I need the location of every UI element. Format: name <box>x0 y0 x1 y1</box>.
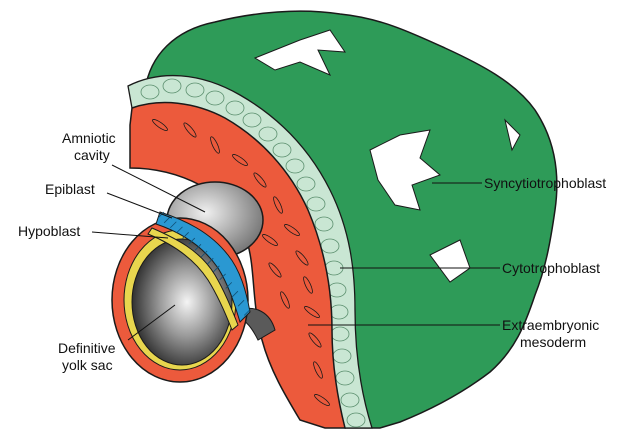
cytotrophoblast-cell <box>140 84 160 100</box>
label-definitive-yolk-sac: Definitive yolk sac <box>58 340 119 373</box>
cytotrophoblast-cell <box>272 142 292 158</box>
cytotrophoblast-cell <box>205 90 225 106</box>
mesoderm-cell <box>313 361 323 379</box>
lacuna-1 <box>253 29 346 76</box>
mesoderm-cell <box>273 196 283 214</box>
epiblast-cell-border <box>182 232 189 239</box>
epiblast-cell-border <box>213 265 220 273</box>
epiblast-cell-border <box>194 244 202 251</box>
lacuna-2 <box>369 129 441 211</box>
cytotrophoblast-cell <box>306 196 326 212</box>
mesoderm-cell <box>314 394 330 406</box>
epiblast-cell-border <box>237 299 245 307</box>
leader-definitive-yolk-sac <box>127 304 176 341</box>
cytotrophoblast-cell <box>162 78 182 94</box>
cytotrophoblast-cell <box>225 100 245 116</box>
cytotrophoblast-cell <box>346 412 366 428</box>
label-epiblast: Epiblast <box>45 181 95 197</box>
epiblast-cell-border <box>206 257 214 265</box>
cytotrophoblast-cell <box>296 176 316 192</box>
mesoderm-cell <box>152 119 168 131</box>
epiblast-cell-border <box>225 282 233 289</box>
epiblast-cell-border <box>243 309 251 316</box>
cytotrophoblast-cell <box>258 126 278 142</box>
epiblast-cell-border <box>231 290 239 298</box>
epiblast-cell-border <box>219 273 226 281</box>
mesoderm-cell <box>303 276 313 294</box>
epiblast-cell-border <box>188 237 196 245</box>
mesoderm-cell <box>253 172 267 188</box>
cytotrophoblast-cell <box>285 158 305 174</box>
leader-epiblast <box>106 192 173 219</box>
mesoderm-cell <box>308 332 322 348</box>
mesoderm-cell <box>284 224 300 236</box>
label-amniotic-cavity: Amniotic cavity <box>62 130 120 163</box>
epiblast-cell-border <box>170 221 177 229</box>
hypoblast-layer <box>147 227 239 331</box>
lacuna-4 <box>504 118 521 152</box>
leader-hypoblast <box>91 231 169 239</box>
mesoderm-cell <box>232 154 248 166</box>
cytotrophoblast-cells <box>140 78 366 428</box>
epiblast-cells <box>157 211 251 316</box>
leader-amniotic-cavity <box>111 164 206 213</box>
label-extraembryonic-mesoderm: Extraembryonic mesoderm <box>502 317 603 350</box>
label-syncytiotrophoblast: Syncytiotrophoblast <box>484 175 606 191</box>
mesoderm-cell <box>295 250 309 266</box>
mesoderm-cell <box>210 136 220 154</box>
cytotrophoblast-cell <box>242 112 262 128</box>
mesoderm-cell <box>262 234 278 246</box>
label-cytotrophoblast: Cytotrophoblast <box>502 260 600 276</box>
epiblast-layer <box>155 211 251 323</box>
mesoderm-cell <box>304 306 320 318</box>
label-hypoblast: Hypoblast <box>18 223 80 239</box>
epiblast-cell-border <box>200 250 208 258</box>
mesoderm-cell <box>280 291 290 309</box>
epiblast-cell-border <box>176 226 183 234</box>
epiblast-cell-border <box>157 211 165 219</box>
cytotrophoblast-cell <box>314 216 334 232</box>
cytotrophoblast-cell <box>340 392 360 408</box>
mesoderm-cell <box>268 262 282 278</box>
cytotrophoblast-cell <box>185 82 205 98</box>
mesoderm-cells <box>152 119 330 406</box>
mesoderm-cell <box>183 122 197 138</box>
epiblast-cell-border <box>163 216 171 224</box>
